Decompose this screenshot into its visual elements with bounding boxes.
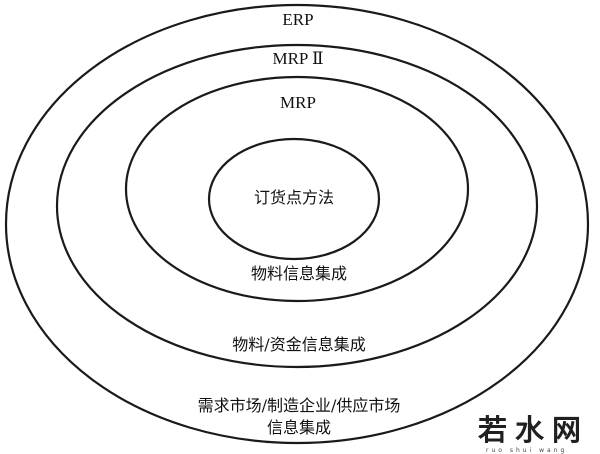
erp-ring	[4, 3, 590, 445]
erp-caption-line-1: 需求市场/制造企业/供应市场	[198, 396, 401, 415]
watermark-text: 若水网	[478, 413, 589, 447]
core-label: 订货点方法	[254, 188, 334, 207]
erp-label: ERP	[282, 10, 313, 29]
mrp-label: MRP	[280, 93, 316, 112]
watermark-logo: 若水网 ruo shui wang	[478, 413, 589, 454]
erp-caption-line-2: 信息集成	[267, 418, 331, 437]
mrp2-ring	[55, 43, 539, 369]
mrp-ring	[124, 75, 470, 303]
mrp2-caption: 物料/资金信息集成	[232, 335, 365, 354]
mrp2-label: MRP Ⅱ	[272, 49, 323, 68]
core-ring	[207, 137, 381, 261]
mrp-caption: 物料信息集成	[251, 264, 347, 283]
watermark-subtext: ruo shui wang	[486, 447, 567, 454]
